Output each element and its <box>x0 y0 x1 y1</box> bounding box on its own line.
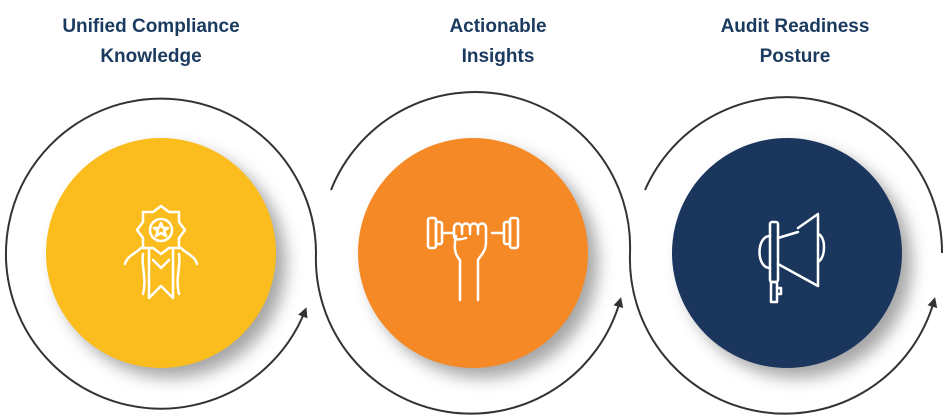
award-ribbon-icon <box>123 204 199 300</box>
step-1-title: Unified Compliance Knowledge <box>31 12 271 72</box>
step-3-circle <box>672 138 902 368</box>
ring-2-upper-arc <box>330 91 632 254</box>
ring-3-upper-arc <box>644 96 944 254</box>
step-2-title-line2: Insights <box>461 46 535 67</box>
ring-3-lower-arrow-arc <box>628 252 938 415</box>
step-2-title: Actionable Insights <box>378 12 618 72</box>
step-1-title-line2: Knowledge <box>100 46 202 67</box>
step-3-title-line2: Posture <box>759 46 831 67</box>
step-3-title-line1: Audit Readiness <box>720 16 870 37</box>
ring-1-arrow-arc <box>5 97 317 410</box>
step-3-title: Audit Readiness Posture <box>675 12 915 72</box>
megaphone-icon <box>758 212 826 304</box>
ring-2-lower-arrow-arc <box>314 252 624 415</box>
fist-dumbbell-icon <box>426 216 520 302</box>
step-2-circle <box>358 138 588 368</box>
step-1-title-line1: Unified Compliance <box>62 16 240 37</box>
step-2-title-line1: Actionable <box>449 16 547 37</box>
step-1-circle <box>46 138 276 368</box>
